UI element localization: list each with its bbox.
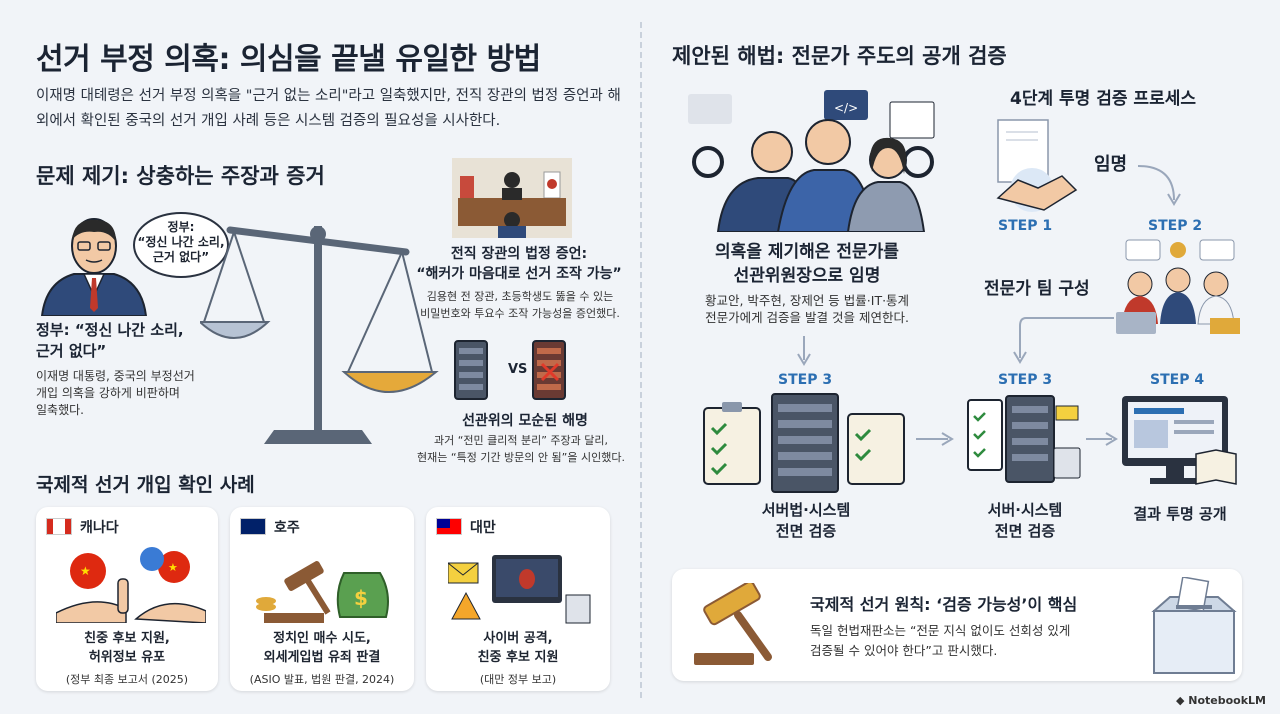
gov-claim-title: 정부: “정신 나간 소리, 근거 없다” — [36, 321, 184, 360]
vs-label: VS — [508, 362, 528, 377]
case-card-australia: 호주 $ 정치인 매수 시도, 외세게입법 유죄 판결 (ASIO 발표, 법원… — [230, 507, 414, 691]
courtroom-illustration — [452, 158, 572, 238]
column-divider — [640, 22, 642, 698]
solution-heading: 제안된 해법: 전문가 주도의 공개 검증 — [672, 44, 1007, 68]
speech-bubble: 정부: “정신 나간 소리, 근거 없다” — [133, 212, 229, 278]
principle-text: 독일 헌법재판소는 “전문 지식 없이도 선회성 있게 검증될 수 있어야 한다… — [810, 623, 1071, 658]
handshake-icon — [996, 119, 1078, 212]
page-title: 선거 부정 의혹: 의심을 끝낼 유일한 방법 — [36, 42, 541, 77]
interference-illustration: ★ ★ — [56, 547, 206, 623]
expert-team-illustration — [1116, 239, 1240, 334]
step-label: STEP 4 — [1150, 372, 1205, 388]
international-heading: 국제적 선거 개입 확인 사례 — [36, 474, 255, 496]
system-verification-label: 서버·시스템 전면 검증 — [987, 501, 1063, 540]
team-label: 전문가 팀 구성 — [984, 279, 1090, 299]
australia-flag-icon — [240, 518, 266, 535]
president-illustration — [40, 218, 148, 316]
card-text: 친중 후보 지원, 허위정보 유포 — [84, 631, 170, 665]
speech-bubble-text: 정부: “정신 나간 소리, 근거 없다” — [137, 220, 225, 264]
canada-flag-icon — [46, 518, 72, 535]
system-check-illustration — [967, 395, 1081, 483]
card-source: (ASIO 발표, 법원 판결, 2024) — [249, 673, 395, 686]
gavel-money-illustration: $ — [256, 561, 389, 623]
gavel-icon — [694, 583, 772, 665]
right-arrow-icon — [916, 432, 954, 446]
cyber-attack-illustration — [448, 555, 591, 624]
balance-scale-icon — [200, 226, 439, 444]
svg-text:★: ★ — [168, 561, 178, 574]
proposal-text: 황교안, 박주현, 장제언 등 법률·IT·통계 전문가에게 검증을 발결 것을… — [704, 293, 910, 325]
experts-illustration: </> — [688, 90, 935, 232]
appoint-label: 임명 — [1094, 154, 1128, 175]
intro-text: 이재명 대톄령은 선거 부정 의혹을 "근거 없는 소리"라고 일축했지만, 전… — [36, 88, 621, 129]
right-arrow-icon — [1086, 432, 1118, 446]
card-country: 대만 — [470, 520, 496, 536]
ballot-box-icon — [1151, 577, 1237, 674]
principle-title: 국제적 선거 원칙: ‘검증 가능성’이 핵심 — [810, 595, 1078, 614]
card-source: (정부 최종 보고서 (2025) — [65, 673, 189, 686]
curved-arrow-icon — [1137, 165, 1181, 206]
svg-text:★: ★ — [80, 564, 91, 578]
step-label: STEP 3 — [778, 372, 833, 388]
step-label: STEP 2 — [1148, 218, 1203, 234]
gov-claim-text: 이재명 대통령, 중국의 부정선거 개입 의혹을 강하게 비판하며 일축했다. — [36, 369, 195, 417]
process-title: 4단계 투명 검증 프로세스 — [1010, 89, 1196, 109]
card-text: 정치인 매수 시도, 외세게입법 유죄 판결 — [263, 631, 381, 665]
server-verification-illustration — [703, 393, 905, 493]
card-country: 호주 — [274, 520, 300, 536]
connector-arrow-icon — [1013, 317, 1114, 364]
card-text: 사이버 공격, 친중 후보 지원 — [477, 631, 559, 665]
publish-label: 결과 투명 공개 — [1133, 505, 1227, 523]
compromised-server-icon — [532, 340, 566, 400]
monitor-report-icon — [1122, 396, 1237, 485]
case-card-taiwan: 대만 사이버 공격, 친중 후보 지원 (대만 정부 보고) — [426, 507, 610, 691]
taiwan-flag-icon — [436, 518, 462, 535]
brand-name: NotebookLM — [1188, 694, 1266, 707]
card-country: 캐나다 — [80, 520, 119, 536]
testimony-text: 김용현 전 장관, 초등학생도 뚫을 수 있는 비밀번호와 투요수 조작 가능성… — [420, 290, 620, 320]
testimony-title: 전직 장관의 법정 증언: “해커가 마음대로 선거 조작 가능” — [416, 246, 622, 282]
down-arrow-icon — [797, 336, 811, 366]
step-label: STEP 1 — [998, 218, 1053, 234]
server-icon — [454, 340, 488, 400]
svg-text:$: $ — [354, 586, 368, 610]
principle-card: 국제적 선거 원칙: ‘검증 가능성’이 핵심 독일 헌법재판소는 “전문 지식… — [672, 569, 1242, 681]
commission-title: 선관위의 모순된 해명 — [462, 413, 588, 429]
proposal-title: 의혹을 제기해온 전문가를 선관위원장으로 임명 — [715, 242, 899, 286]
card-source: (대만 정부 보고) — [479, 673, 557, 686]
step-label: STEP 3 — [998, 372, 1053, 388]
brand-label: ◆ NotebookLM — [1175, 694, 1266, 707]
commission-text: 과거 “전민 클리적 분리” 주장과 달리, 현재는 “특정 기간 방문의 안 … — [417, 434, 625, 464]
case-card-canada: 캐나다 ★ ★ 친중 후보 지원, 허위정보 유포 (정부 최종 보고서 (20… — [36, 507, 218, 691]
problem-heading: 문제 제기: 상충하는 주장과 증거 — [36, 164, 325, 188]
svg-text:</>: </> — [834, 101, 858, 115]
server-verification-label: 서버법·시스템 전면 검증 — [761, 501, 851, 540]
